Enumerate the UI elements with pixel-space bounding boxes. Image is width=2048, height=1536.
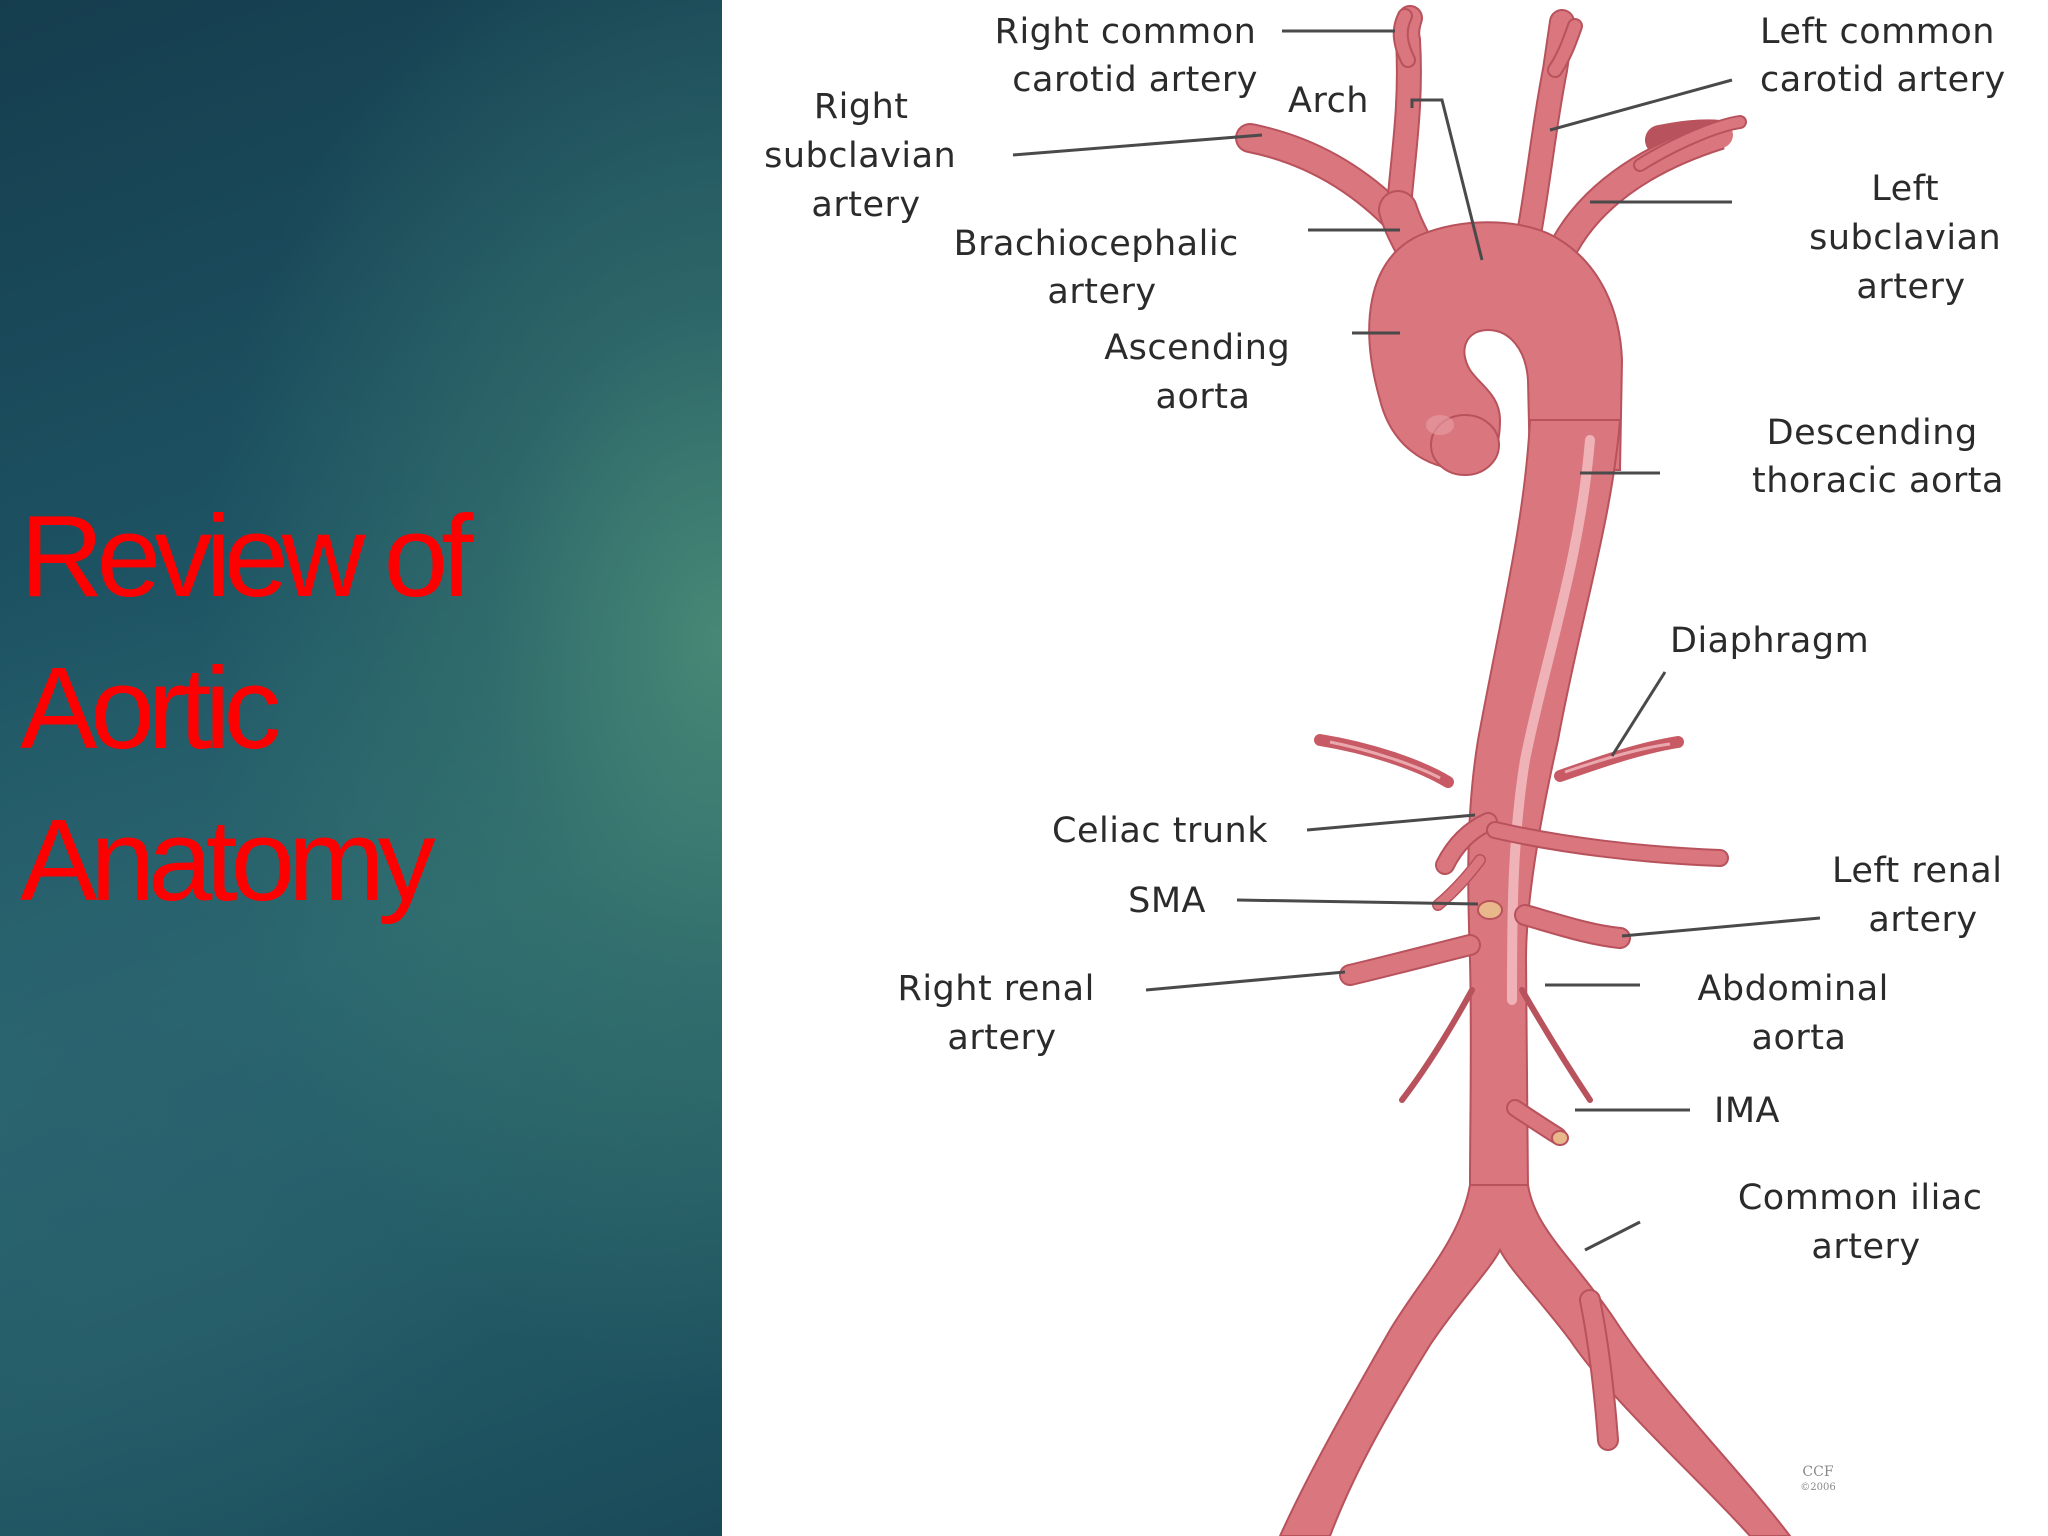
- diagram-labels: Right common carotid artery Arch Left co…: [764, 12, 2014, 1267]
- label-sma: SMA: [1128, 881, 1206, 921]
- common-iliac-vessel: [1278, 1184, 1792, 1536]
- label-abdominal-aorta: Abdominal aorta: [1697, 969, 1900, 1058]
- title-panel: Review of Aortic Anatomy: [0, 0, 722, 1536]
- sma-origin: [1477, 900, 1503, 920]
- diaphragm-shape: [1314, 734, 1454, 788]
- svg-text:©2006: ©2006: [1800, 1482, 1835, 1493]
- label-celiac-trunk: Celiac trunk: [1052, 811, 1268, 851]
- vessel-drawing: [1235, 5, 1792, 1536]
- leader-lines: [1012, 29, 1821, 1252]
- label-right-subclavian: Right subclavian artery: [764, 87, 968, 225]
- svg-text:CCF: CCF: [1802, 1464, 1833, 1480]
- label-left-subclavian: Left subclavian artery: [1809, 169, 2013, 307]
- descending-aorta-vessel: [1467, 419, 1622, 1191]
- ccf-watermark: CCF ©2006: [1800, 1464, 1835, 1493]
- label-left-renal: Left renal artery: [1832, 851, 2014, 940]
- label-brachiocephalic: Brachiocephalic artery: [954, 224, 1251, 312]
- label-diaphragm: Diaphragm: [1670, 621, 1869, 661]
- label-right-common-carotid: Right common carotid artery: [995, 12, 1268, 100]
- label-common-iliac: Common iliac artery: [1738, 1178, 1994, 1267]
- aortic-arch-vessel: [1368, 221, 1624, 472]
- aorta-diagram: Right common carotid artery Arch Left co…: [764, 5, 2014, 1536]
- aorta-diagram-panel: Right common carotid artery Arch Left co…: [722, 0, 2048, 1536]
- title-line: Aortic: [20, 643, 282, 773]
- label-ima: IMA: [1714, 1091, 1780, 1131]
- label-right-renal: Right renal artery: [898, 969, 1107, 1058]
- slide-title: Review of Aortic Anatomy: [20, 480, 720, 936]
- title-line: Review of: [20, 491, 473, 621]
- label-left-common-carotid: Left common carotid artery: [1760, 12, 2007, 100]
- label-arch: Arch: [1288, 81, 1369, 121]
- label-descending-thoracic-aorta: Descending thoracic aorta: [1752, 413, 2004, 501]
- title-line: Anatomy: [20, 795, 436, 925]
- label-ascending-aorta: Ascending aorta: [1104, 328, 1302, 417]
